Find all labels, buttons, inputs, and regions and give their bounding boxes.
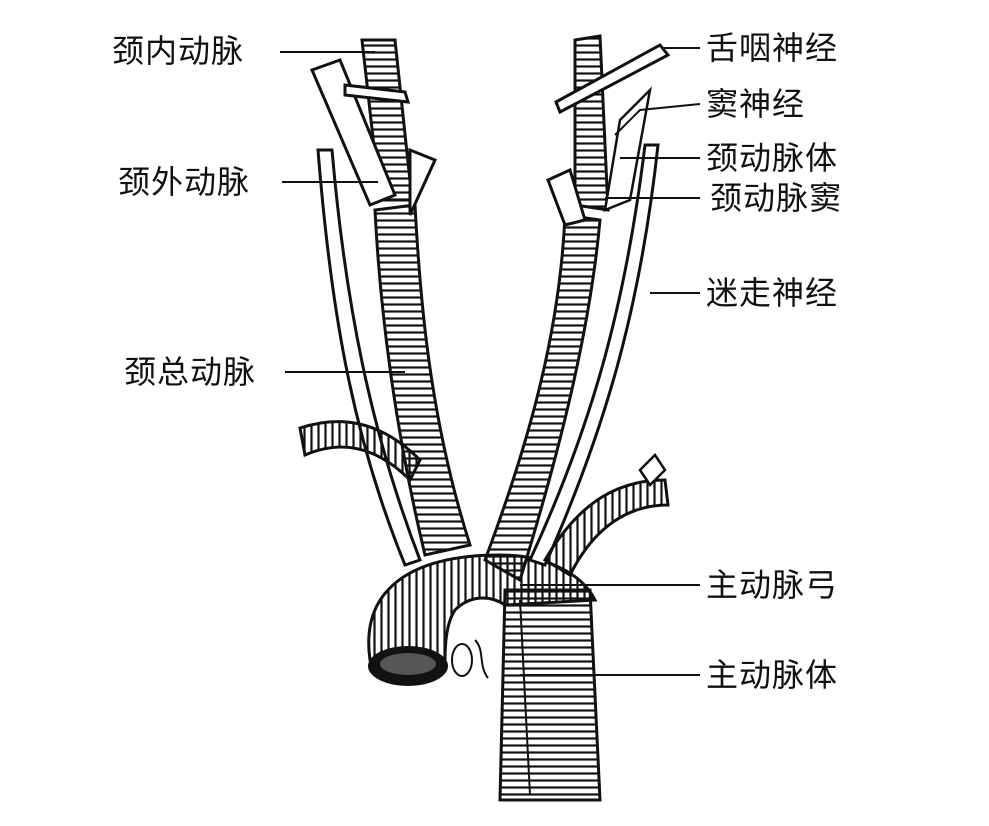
left-carotid-bifurcation	[309, 38, 438, 216]
right-subclavian-branch	[542, 478, 670, 578]
label-vagus-nerve: 迷走神经	[706, 274, 839, 312]
label-carotid-body: 颈动脉体	[706, 139, 839, 177]
label-external-carotid: 颈外动脉	[118, 163, 251, 201]
left-common-carotid-artery	[373, 203, 472, 557]
right-external-carotid	[546, 167, 587, 227]
label-sinus-nerve: 窦神经	[706, 85, 806, 123]
label-internal-carotid: 颈内动脉	[112, 32, 245, 70]
label-aortic-arch: 主动脉弓	[706, 566, 839, 604]
aortic-body-nodules	[451, 639, 489, 679]
label-common-carotid: 颈总动脉	[124, 353, 257, 391]
leader-lines	[280, 47, 701, 676]
glossopharyngeal-nerves	[343, 43, 671, 115]
descending-aorta	[498, 588, 602, 802]
leader-sinus-nerve	[614, 103, 701, 136]
left-external-carotid	[309, 58, 397, 207]
label-aortic-body: 主动脉体	[706, 656, 839, 694]
aortic-arch	[367, 553, 598, 686]
vagus-nerves	[316, 143, 660, 567]
left-subclavian-branch	[298, 420, 422, 483]
label-glossopharyngeal-nerve: 舌咽神经	[706, 29, 839, 67]
label-carotid-sinus: 颈动脉窦	[710, 179, 843, 217]
right-internal-carotid	[573, 34, 610, 212]
side-branches	[298, 420, 670, 578]
right-common-carotid-artery	[483, 213, 602, 583]
